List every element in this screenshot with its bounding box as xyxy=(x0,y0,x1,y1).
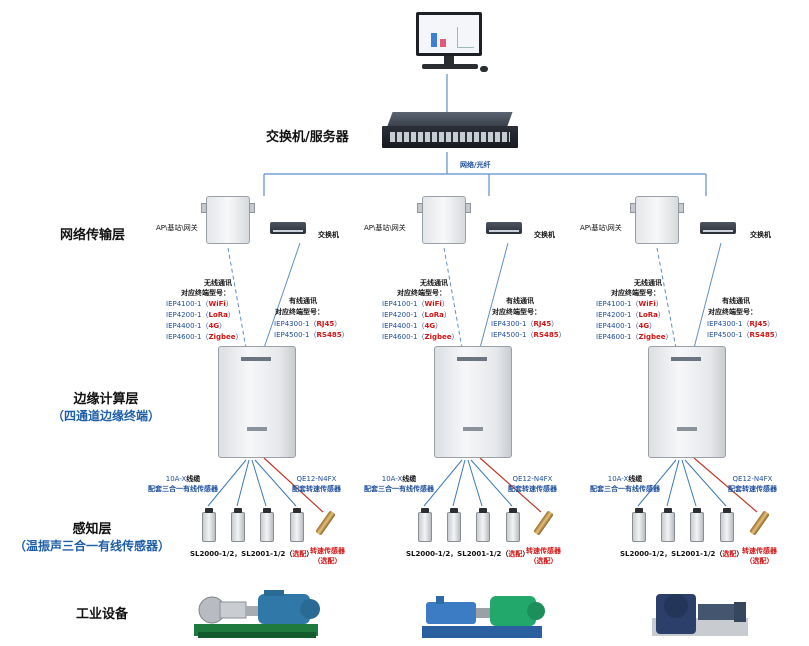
wired-model: IEP4500-1（RS485） xyxy=(274,331,349,339)
wireless-model: IEP4100-1（WiFi） xyxy=(166,300,233,308)
wireless-title: 无线通讯 xyxy=(634,279,662,287)
wired-model: IEP4300-1（RJ45） xyxy=(274,320,342,328)
wired-title: 有线通讯 xyxy=(506,297,534,305)
ap-gateway-icon xyxy=(417,196,471,244)
wired-model: IEP4500-1（RS485） xyxy=(491,331,566,339)
wired-title: 有线通讯 xyxy=(722,297,750,305)
access-switch-label: 交换机 xyxy=(534,231,555,239)
speed-sensor-label: 转速传感器（选配） xyxy=(526,547,561,565)
switch-server-label: 交换机/服务器 xyxy=(266,130,349,145)
centrifugal-pump-icon xyxy=(422,596,545,638)
cable-label: 10A-X线缆配套三合一有线传感器 xyxy=(590,475,660,493)
wireless-model: IEP4400-1（4G） xyxy=(382,322,443,330)
wired-model: IEP4300-1（RJ45） xyxy=(707,320,775,328)
vibration-sensor xyxy=(260,508,274,542)
wireless-model: IEP4600-1（Zigbee） xyxy=(596,333,673,341)
edge-layer-title: 边缘计算层 xyxy=(73,392,139,407)
wireless-model: IEP4400-1（4G） xyxy=(596,322,657,330)
wired-title: 有线通讯 xyxy=(289,297,317,305)
sensor-models-label: SL2000-1/2，SL2001-1/2（选配） xyxy=(620,550,744,558)
vibration-sensor xyxy=(447,508,461,542)
sensing-layer-subtitle: （温振声三合一有线传感器） xyxy=(14,539,171,553)
wireless-model: IEP4100-1（WiFi） xyxy=(596,300,663,308)
network-fiber-label: 网络/光纤 xyxy=(460,161,491,169)
access-switch-icon xyxy=(700,222,736,234)
wireless-model: IEP4600-1（Zigbee） xyxy=(166,333,243,341)
wireless-model: IEP4600-1（Zigbee） xyxy=(382,333,459,341)
group-links xyxy=(227,174,722,349)
industrial-layer-label: 工业设备 xyxy=(76,607,129,622)
wired-subtitle: 对应终端型号： xyxy=(275,308,324,316)
edge-terminal-cabinet xyxy=(434,346,512,458)
blower-fan-icon xyxy=(652,594,748,636)
wireless-model: IEP4400-1（4G） xyxy=(166,322,227,330)
speed-sensor-label: 转速传感器（选配） xyxy=(310,547,345,565)
access-switch-icon xyxy=(486,222,522,234)
wireless-title: 无线通讯 xyxy=(204,279,232,287)
edge-layer-subtitle: （四通道边缘终端） xyxy=(52,409,161,423)
wired-model: IEP4300-1（RJ45） xyxy=(491,320,559,328)
ap-gateway-icon xyxy=(201,196,255,244)
wireless-subtitle: 对应终端型号： xyxy=(611,289,660,297)
ap-gateway-label: AP\基站\网关 xyxy=(156,224,198,232)
sensor-models-label: SL2000-1/2，SL2001-1/2（选配） xyxy=(406,550,530,558)
edge-terminal-cabinet xyxy=(648,346,726,458)
sensor-cables xyxy=(207,457,758,513)
access-switch-icon xyxy=(270,222,306,234)
vibration-sensor xyxy=(290,508,304,542)
ap-gateway-label: AP\基站\网关 xyxy=(364,224,406,232)
network-layer-label: 网络传输层 xyxy=(60,228,126,243)
wireless-subtitle: 对应终端型号： xyxy=(397,289,446,297)
vibration-sensor xyxy=(720,508,734,542)
monitor-icon xyxy=(416,12,488,74)
ap-gateway-label: AP\基站\网关 xyxy=(580,224,622,232)
wireless-model: IEP4200-1（LoRa） xyxy=(596,311,665,319)
access-switch-label: 交换机 xyxy=(750,231,771,239)
vibration-sensor xyxy=(632,508,646,542)
wired-model: IEP4500-1（RS485） xyxy=(707,331,782,339)
wireless-model: IEP4100-1（WiFi） xyxy=(382,300,449,308)
speed-sensor-label: 转速传感器（选配） xyxy=(742,547,777,565)
edge-layer-label: 边缘计算层 （四通道边缘终端） xyxy=(52,388,160,424)
vibration-sensor xyxy=(661,508,675,542)
wireless-model: IEP4200-1（LoRa） xyxy=(382,311,451,319)
core-switch-icon xyxy=(382,112,518,152)
vibration-sensor xyxy=(690,508,704,542)
cable-label: 10A-X线缆配套三合一有线传感器 xyxy=(364,475,434,493)
sensor-models-label: SL2000-1/2，SL2001-1/2（选配） xyxy=(190,550,314,558)
cable-label: 10A-X线缆配套三合一有线传感器 xyxy=(148,475,218,493)
wired-subtitle: 对应终端型号： xyxy=(492,308,541,316)
access-switch-label: 交换机 xyxy=(318,231,339,239)
edge-terminal-cabinet xyxy=(218,346,296,458)
wired-subtitle: 对应终端型号： xyxy=(708,308,757,316)
wireless-model: IEP4200-1（LoRa） xyxy=(166,311,235,319)
wireless-title: 无线通讯 xyxy=(420,279,448,287)
vibration-sensor xyxy=(476,508,490,542)
pump-motor-icon xyxy=(194,590,320,638)
vibration-sensor xyxy=(202,508,216,542)
vibration-sensor xyxy=(418,508,432,542)
sensing-layer-label: 感知层 （温振声三合一有线传感器） xyxy=(14,518,170,554)
ap-gateway-icon xyxy=(630,196,684,244)
wireless-subtitle: 对应终端型号： xyxy=(181,289,230,297)
vibration-sensor xyxy=(506,508,520,542)
sensing-layer-title: 感知层 xyxy=(72,522,112,537)
vibration-sensor xyxy=(231,508,245,542)
